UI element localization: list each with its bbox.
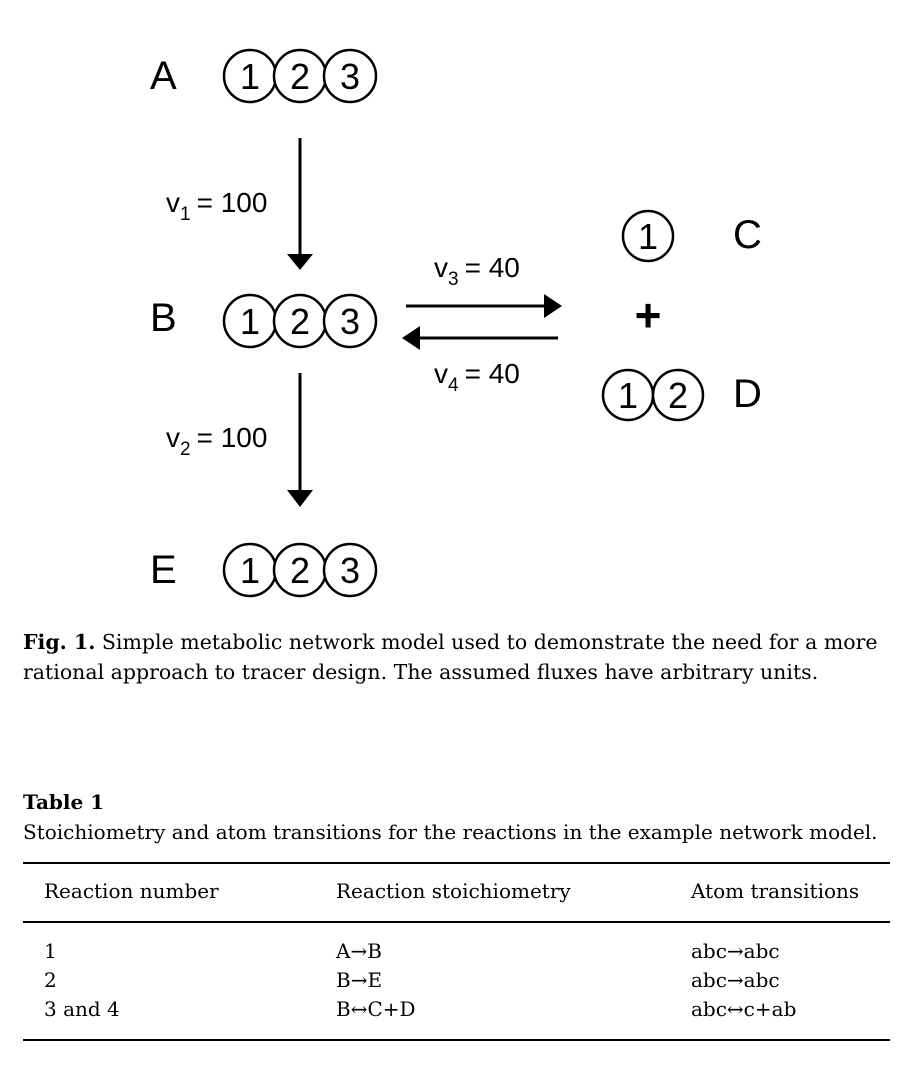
atom-circle — [651, 368, 705, 422]
table-cell-atom-transition: abc↔c+ab — [691, 997, 797, 1021]
arrow-head — [287, 254, 313, 270]
atom-circle — [322, 293, 378, 349]
metabolic-network-diagram: A 1 2 3 v1= 100 B 1 2 3 v2= 100 — [150, 48, 762, 598]
atom-number: 3 — [340, 56, 360, 97]
flux-arrow-v3 — [406, 294, 562, 318]
atom-circle — [621, 209, 675, 263]
atom-number: 2 — [668, 375, 688, 416]
figure-caption-label: Fig. 1. — [23, 630, 96, 654]
arrow-head — [544, 294, 562, 318]
flux-label-v3: v3= 40 — [434, 252, 520, 290]
metabolite-a: A 1 2 3 — [150, 48, 378, 104]
flux-label-v1: v1= 100 — [166, 187, 267, 225]
flux-arrow-v1 — [287, 138, 313, 270]
plus-sign: + — [635, 289, 662, 341]
table-cell-reaction-number: 3 and 4 — [44, 997, 120, 1021]
metabolite-a-atoms: 1 2 3 — [222, 48, 378, 104]
table-bottom-rule — [23, 1039, 890, 1041]
atom-number: 2 — [290, 550, 310, 591]
atom-circle — [322, 48, 378, 104]
table-header-rule — [23, 921, 890, 923]
arrow-head — [402, 326, 420, 350]
atom-number: 1 — [618, 375, 638, 416]
atom-number: 1 — [240, 301, 260, 342]
metabolite-a-label: A — [150, 54, 177, 98]
atom-number: 1 — [240, 550, 260, 591]
table-cell-reaction-number: 2 — [44, 968, 57, 992]
flux-label-v4: v4= 40 — [434, 358, 520, 396]
atom-number: 2 — [290, 56, 310, 97]
figure-caption: Fig. 1. Simple metabolic network model u… — [23, 627, 903, 687]
figure-caption-text: Simple metabolic network model used to d… — [23, 630, 878, 684]
flux-arrow-v4 — [402, 326, 558, 350]
table-header-reaction-stoichiometry: Reaction stoichiometry — [336, 879, 571, 903]
metabolite-c-label: C — [733, 213, 762, 257]
metabolite-e: E 1 2 3 — [150, 542, 378, 598]
metabolite-c: 1 C — [621, 209, 762, 263]
atom-number: 3 — [340, 301, 360, 342]
table-cell-stoichiometry: B→E — [336, 968, 383, 992]
metabolite-b-atoms: 1 2 3 — [222, 293, 378, 349]
table-top-rule — [23, 862, 890, 864]
atom-number: 2 — [290, 301, 310, 342]
metabolite-e-label: E — [150, 548, 177, 592]
arrow-head — [287, 490, 313, 507]
metabolite-b-label: B — [150, 296, 177, 340]
metabolite-b: B 1 2 3 — [150, 293, 378, 349]
table-cell-stoichiometry: B↔C+D — [336, 997, 416, 1021]
atom-number: 3 — [340, 550, 360, 591]
table-cell-atom-transition: abc→abc — [691, 939, 780, 963]
table-header-atom-transitions: Atom transitions — [691, 879, 860, 903]
metabolite-d: 1 2 D — [601, 368, 762, 422]
atom-number: 1 — [240, 56, 260, 97]
table-header-reaction-number: Reaction number — [44, 879, 219, 903]
flux-arrow-v2 — [287, 373, 313, 507]
table-caption: Stoichiometry and atom transitions for t… — [23, 820, 878, 844]
table-cell-reaction-number: 1 — [44, 939, 57, 963]
metabolite-e-atoms: 1 2 3 — [222, 542, 378, 598]
table-cell-stoichiometry: A→B — [336, 939, 382, 963]
atom-number: 1 — [638, 216, 658, 257]
table-title: Table 1 — [23, 790, 105, 814]
metabolite-d-label: D — [733, 372, 762, 416]
table-cell-atom-transition: abc→abc — [691, 968, 780, 992]
flux-label-v2: v2= 100 — [166, 422, 267, 460]
atom-circle — [322, 542, 378, 598]
